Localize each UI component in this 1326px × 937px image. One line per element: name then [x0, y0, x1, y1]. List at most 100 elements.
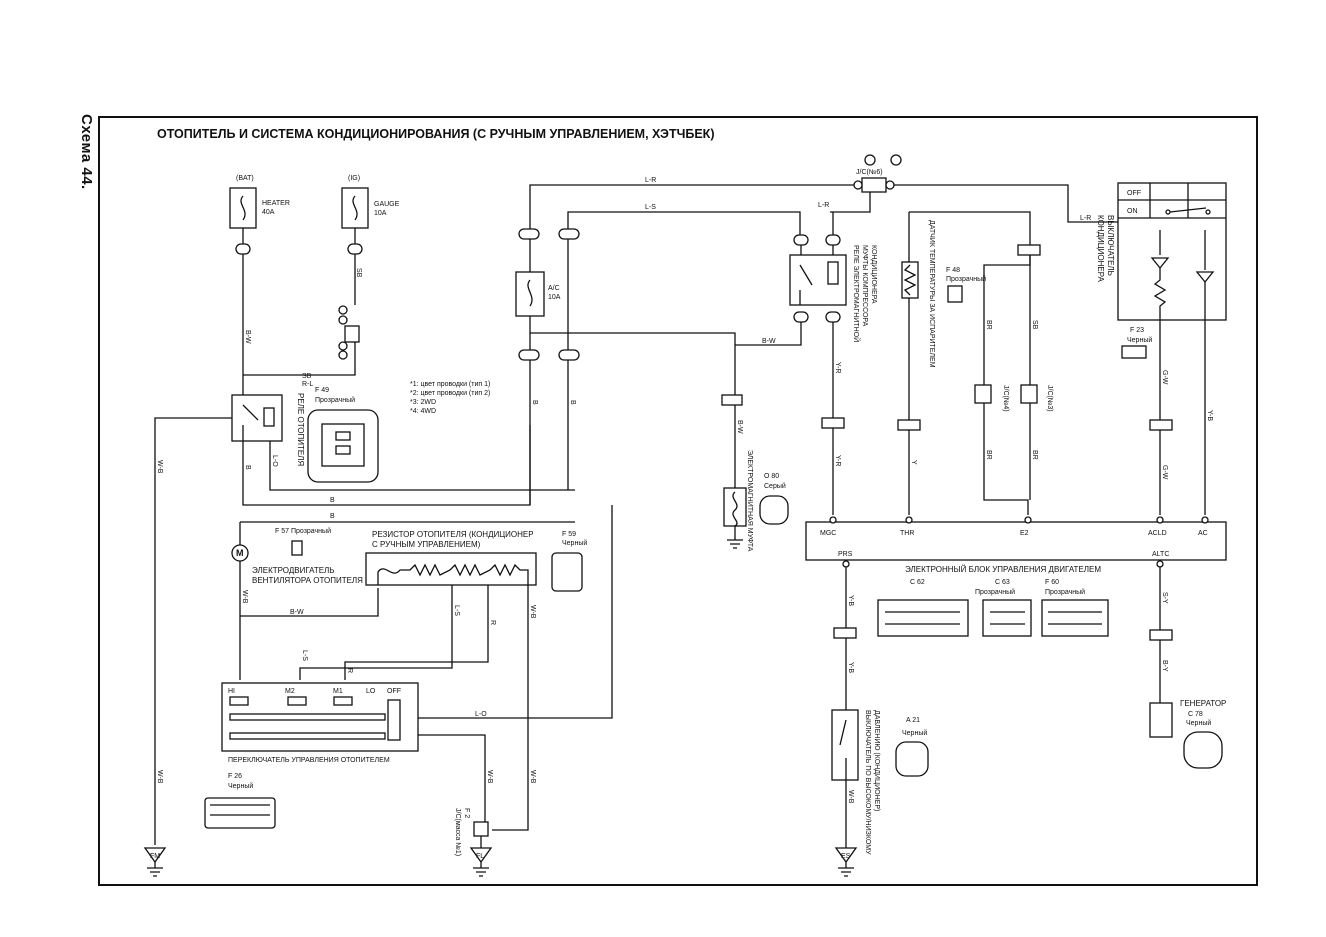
f48-label: F 48 [946, 267, 960, 274]
jc-f2-label-1: F 2 [463, 808, 470, 818]
wire-label-by: B-Y [1161, 660, 1168, 672]
diagram-frame [98, 116, 1258, 886]
gauge-fuse-name: GAUGE [374, 201, 400, 208]
heater-control-switch: HI M2 M1 LO OFF [221, 682, 419, 752]
wire-label-b-ac: B [531, 400, 538, 405]
svg-text:ES: ES [841, 853, 851, 860]
c78-color: Черный [1186, 719, 1211, 727]
svg-text:FL: FL [476, 853, 484, 860]
c63-color: Прозрачный [975, 588, 1015, 596]
connector-ap1-b [833, 627, 857, 639]
svg-text:PRS: PRS [838, 551, 853, 558]
wire-label-br-2: BR [985, 450, 992, 460]
resistor-label-2: С РУЧНЫМ УПРАВЛЕНИЕМ) [372, 540, 481, 549]
wire-label-b-ac2: B [569, 400, 576, 405]
jc3-block [1020, 384, 1038, 404]
wire-label-ls-top: L-S [645, 204, 656, 211]
svg-text:LO: LO [366, 688, 376, 695]
f59-icon [551, 552, 583, 592]
o80-label: O 80 [764, 473, 779, 480]
note-3: *3: 2WD [410, 399, 436, 406]
heater-relay-label: РЕЛЕ ОТОПИТЕЛЯ [296, 393, 305, 466]
wire-label-lr-acsw: L-R [1080, 215, 1091, 222]
ecu-label: ЭЛЕКТРОННЫЙ БЛОК УПРАВЛЕНИЯ ДВИГАТЕЛЕМ [905, 565, 1101, 574]
wire-label-yb-3: Y-B [847, 662, 854, 673]
wire-label-yb-2: Y-B [847, 595, 854, 606]
ground-fm: FM [143, 847, 167, 877]
f57-label: F 57 Прозрачный [275, 527, 331, 535]
f49-label: F 49 [315, 387, 329, 394]
wire-label-sb-2: SB [302, 373, 312, 380]
wire-label-sb-1: SB [355, 268, 362, 278]
jc-f2-label-2: J/C(масса №1) [454, 808, 461, 856]
note-4: *4: 4WD [410, 408, 436, 415]
jc-mass-1 [473, 821, 489, 837]
f26-icon [204, 797, 276, 829]
connector-cf1-d [1149, 629, 1173, 641]
gauge-fuse-rating: 10A [374, 210, 387, 217]
o80-color: Серый [764, 482, 786, 490]
svg-text:HI: HI [228, 688, 235, 695]
f57-icon [291, 540, 303, 556]
c63-icon [982, 599, 1032, 637]
wire-label-r-m1: R [346, 668, 353, 673]
f26-label: F 26 [228, 773, 242, 780]
a21-icon [895, 741, 929, 777]
svg-text:РЕЛЕ ЭЛЕКТРОМАГНИТНОЙ: РЕЛЕ ЭЛЕКТРОМАГНИТНОЙ [852, 245, 861, 342]
svg-text:FM: FM [150, 853, 160, 860]
wire-label-wb-motor: W-B [241, 590, 248, 604]
ground-fl: FL [469, 847, 493, 877]
f59-color: Черный [562, 539, 587, 547]
wire-label-br-1: BR [985, 320, 992, 330]
ac-switch: OFF ON [1117, 182, 1227, 321]
svg-text:МУФТЫ КОМПРЕССОРА: МУФТЫ КОМПРЕССОРА [861, 245, 868, 327]
connector-cf1-c [1149, 419, 1173, 431]
f23-color: Черный [1127, 336, 1152, 344]
heater-fuse-source: (BAT) [236, 175, 254, 182]
f60-color: Прозрачный [1045, 588, 1085, 596]
jc4-block [974, 384, 992, 404]
evap-temp-sensor [901, 261, 919, 299]
ac-switch-label-1: ВЫКЛЮЧАТЕЛЬ [1106, 215, 1115, 276]
wire-label-wb-left2: W-B [156, 770, 163, 784]
c62-icon [877, 599, 969, 637]
wire-label-lr-top: L-R [645, 177, 656, 184]
temp-sensor-label: ДАТЧИК ТЕМПЕРАТУРЫ ЗА ИСПАРИТЕЛЕМ [928, 220, 935, 368]
c63-label: C 63 [995, 579, 1010, 586]
ac-switch-label-2: КОНДИЦИОНЕРА [1096, 215, 1105, 283]
a21-label: A 21 [906, 717, 920, 724]
f60-label: F 60 [1045, 579, 1059, 586]
generator-block [1149, 702, 1173, 738]
o80-icon [759, 495, 789, 525]
wire-label-bw-clutch: B-W [736, 420, 743, 434]
wire-label-yb-1: Y-B [1206, 410, 1213, 421]
wire-label-bw-relay: B-W [762, 338, 776, 345]
wire-label-wb-resist: W-B [529, 605, 536, 619]
jc6-block [861, 177, 887, 193]
connector-ap1 [821, 417, 845, 429]
ac-fuse: A/C 10A [515, 271, 561, 317]
jc3-label: J/C(№3) [1046, 385, 1053, 412]
svg-text:ACLD: ACLD [1148, 530, 1167, 537]
wire-label-gw-1: G-W [1161, 370, 1168, 385]
connector-cf1-a [897, 419, 921, 431]
wire-label-wb-sw2: W-B [529, 770, 536, 784]
wire-label-b-horiz2: B [330, 513, 335, 520]
wire-label-sb-3: SB [1031, 320, 1038, 330]
wire-label-b-horiz: B [330, 497, 335, 504]
f23-label: F 23 [1130, 327, 1144, 334]
c78-label: C 78 [1188, 711, 1203, 718]
resistor-label-1: РЕЗИСТОР ОТОПИТЕЛЯ (КОНДИЦИОНЕР [372, 530, 534, 539]
wire-label-sy: S-Y [1161, 592, 1168, 604]
svg-text:M1: M1 [333, 688, 343, 695]
blower-motor-label-1: ЭЛЕКТРОДВИГАТЕЛЬ [252, 566, 335, 575]
wire-label-b-relay: B [244, 465, 251, 470]
wire-label-wb-left: W-B [156, 460, 163, 474]
a21-color: Черный [902, 729, 927, 737]
wire-label-yr-2: Y-R [834, 455, 841, 466]
wire-label-gw-2: G-W [1161, 465, 1168, 480]
note-1: *1: цвет проводки (тип 1) [410, 381, 490, 388]
diagram-title: ОТОПИТЕЛЬ И СИСТЕМА КОНДИЦИОНИРОВАНИЯ (С… [157, 127, 715, 141]
mag-clutch-label: ЭЛЕКТРОМАГНИТНАЯ МУФТА [746, 450, 753, 552]
wire-label-wb-psw: W-B [847, 790, 854, 804]
